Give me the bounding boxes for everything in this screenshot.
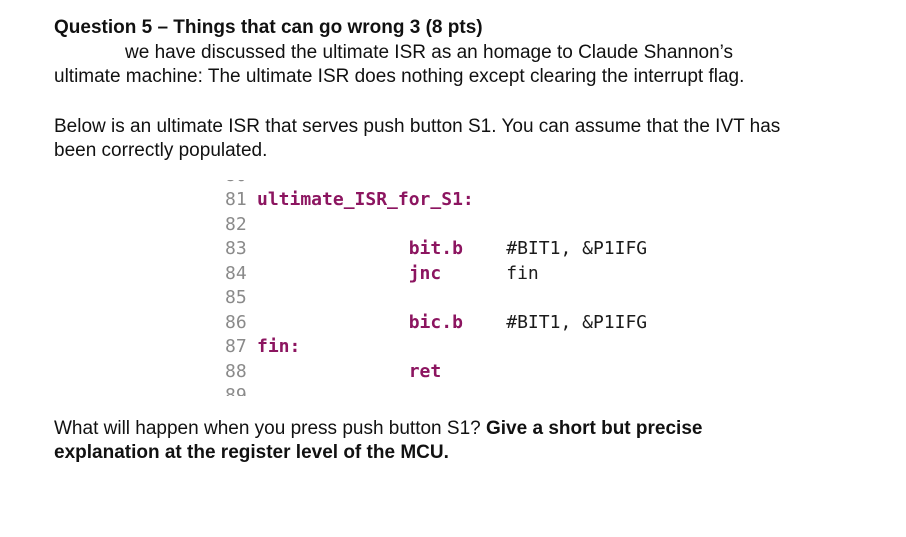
intro-line-1: we have discussed the ultimate ISR as an… xyxy=(125,41,734,63)
code-token-plain xyxy=(257,361,409,382)
code-token-plain: fin xyxy=(441,262,539,284)
prompt-bold-text-line2: explanation at the register level of the… xyxy=(54,442,449,463)
code-line: 80 xyxy=(225,180,866,189)
question-title: Question 5 – Things that can go wrong 3 … xyxy=(54,17,483,38)
code-line: 88 ret xyxy=(225,360,866,385)
line-number: 80 xyxy=(225,180,257,189)
code-token-keyword: bit.b xyxy=(408,238,463,259)
code-token-plain xyxy=(257,238,409,259)
code-line: 82 xyxy=(225,213,866,238)
code-token-plain xyxy=(257,312,409,333)
line-number: 84 xyxy=(225,262,247,284)
line-number: 83 xyxy=(225,238,247,259)
intro-paragraph: we have discussed the ultimate ISR as an… xyxy=(54,41,866,90)
prompt-bold-text-line1: Give a short but precise xyxy=(486,417,703,439)
code-line: 85 xyxy=(225,286,866,311)
code-token-plain: #BIT1, &P1IFG xyxy=(462,238,648,259)
line-number: 87 xyxy=(225,336,247,357)
code-line: 81 ultimate_ISR_for_S1: xyxy=(225,188,866,213)
code-token-keyword: ret xyxy=(408,360,442,382)
code-token-keyword: fin: xyxy=(257,336,301,357)
code-token-keyword: ultimate_ISR_for_S1: xyxy=(257,189,474,210)
code-line: 87 fin: xyxy=(225,335,866,360)
line-number: 81 xyxy=(225,189,247,210)
line-number: 85 xyxy=(225,287,247,308)
code-line: 86 bic.b #BIT1, &P1IFG xyxy=(225,311,866,336)
code-line: 89 xyxy=(225,384,866,396)
setup-line-1: Below is an ultimate ISR that serves pus… xyxy=(54,115,781,137)
line-number: 86 xyxy=(225,311,247,333)
setup-line-2: been correctly populated. xyxy=(54,140,268,161)
line-number: 82 xyxy=(225,213,247,235)
setup-paragraph: Below is an ultimate ISR that serves pus… xyxy=(54,115,866,164)
code-token-keyword: bic.b xyxy=(408,311,463,333)
prompt-normal-text: What will happen when you press push but… xyxy=(54,417,486,439)
final-question-paragraph: What will happen when you press push but… xyxy=(54,417,866,466)
intro-line-2: ultimate machine: The ultimate ISR does … xyxy=(54,66,745,87)
line-number: 89 xyxy=(225,385,247,396)
code-line: 83 bit.b #BIT1, &P1IFG xyxy=(225,237,866,262)
code-token-plain: #BIT1, &P1IFG xyxy=(462,311,648,333)
code-token-keyword: jnc xyxy=(408,262,442,284)
code-token-plain xyxy=(257,263,409,284)
code-line: 84 jnc fin xyxy=(225,262,866,287)
line-number: 88 xyxy=(225,360,247,382)
